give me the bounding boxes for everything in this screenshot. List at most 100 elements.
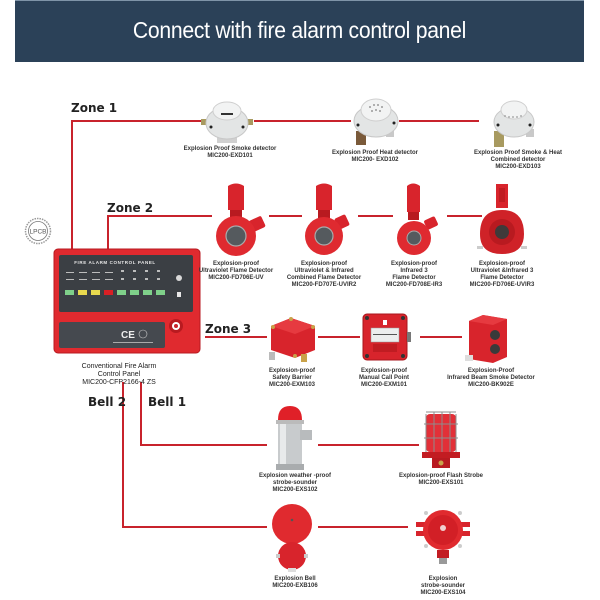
caption-line: Flame Detector (480, 275, 524, 281)
panel-caption-line1: Conventional Fire Alarm (81, 363, 157, 370)
device-caption: Explosion-proof Ultraviolet Flame Detect… (196, 261, 276, 282)
beam-smoke-detector-icon (465, 311, 513, 370)
uv-ir-flame-detector-icon (302, 182, 358, 263)
device-caption: Explosion-Proof Infrared Beam Smoke Dete… (445, 368, 537, 389)
safety-barrier-icon (265, 312, 321, 369)
manual-call-point-icon (361, 312, 415, 369)
caption-model: MIC200-FD708E-IR3 (385, 282, 443, 288)
bell-2-label: Bell 2 (88, 395, 127, 409)
caption-model: MIC200-EXS104 (420, 590, 466, 596)
caption-model: MIC200-EXM101 (360, 382, 408, 388)
zone1-wire-horizontal (71, 120, 201, 122)
bell1-wire-horizontal (140, 444, 267, 446)
caption-line: Explosion (428, 576, 458, 582)
header-banner: Connect with fire alarm control panel (15, 0, 584, 62)
caption-line: Explosion-proof (391, 261, 437, 267)
caption-model: MIC200-EXD103 (495, 164, 541, 170)
caption-line: Ultraviolet & Infrared (294, 268, 354, 274)
device-caption: Explosion-proof Manual Call Point MIC200… (354, 368, 414, 389)
caption-model: MIC200-FD707E-UVIR2 (291, 282, 357, 288)
zone1-wire-vertical (71, 120, 73, 250)
zone2-wire-seg4 (447, 215, 482, 217)
caption-line: Explosion-proof (301, 261, 347, 267)
device-caption: Explosion Proof Smoke detector MIC200-EX… (180, 146, 280, 160)
bell1-wire-seg2 (318, 444, 419, 446)
device-caption: Explosion weather -proof strobe-sounder … (258, 473, 332, 494)
lpcb-certification-logo: LPCB (24, 217, 52, 245)
zone2-wire-seg2 (269, 215, 302, 217)
caption-model: MIC200-EXS102 (272, 487, 318, 493)
bell-1-label: Bell 1 (148, 395, 187, 409)
zone1-wire-seg2 (254, 120, 351, 122)
caption-model: MIC200-FD706E-UVIR3 (469, 282, 535, 288)
panel-caption-line2: Control Panel (97, 371, 141, 378)
flash-strobe-icon (418, 410, 464, 475)
zone2-wire-horizontal (107, 215, 212, 217)
uv-flame-detector-icon (212, 182, 270, 263)
zone3-wire-seg2 (318, 336, 360, 338)
zone2-wire-seg3 (358, 215, 393, 217)
caption-line: Manual Call Point (358, 375, 409, 381)
device-caption: Explosion-proof Ultraviolet & Infrared C… (286, 261, 362, 289)
zone1-wire-seg3 (399, 120, 479, 122)
caption-line: Explosion-proof (213, 261, 259, 267)
caption-line: Combined detector (490, 157, 546, 163)
heat-detector-icon (350, 93, 402, 153)
device-caption: Explosion-proof Infrared 3 Flame Detecto… (380, 261, 448, 289)
device-caption: Explosion Bell MIC200-EXB106 (258, 576, 332, 590)
caption-line: Explosion-Proof (467, 368, 515, 374)
bell2-wire-vertical (122, 382, 124, 527)
caption-line: Explosion Proof Smoke & Heat (473, 150, 563, 156)
caption-line: Explosion-proof (479, 261, 525, 267)
caption-line: Explosion weather -proof (258, 473, 331, 479)
caption-model: MIC200-FD706E-UV (208, 275, 264, 281)
caption-line: strobe-sounder (420, 583, 465, 589)
caption-line: Explosion Proof Smoke detector (183, 146, 277, 152)
caption-model: MIC200-EXS101 (418, 480, 464, 486)
zone-3-label: Zone 3 (205, 322, 252, 336)
caption-line: Combined Flame Detector (286, 275, 362, 281)
caption-model: MIC200-EXD101 (207, 153, 253, 159)
panel-screen-title: FIRE ALARM CONTROL PANEL (74, 260, 156, 265)
panel-buttons (65, 290, 165, 295)
smoke-detector-icon (199, 95, 255, 150)
device-caption: Explosion-proof Flash Strobe MIC200-EXS1… (398, 473, 484, 487)
device-caption: Explosion Proof Heat detector MIC200- EX… (325, 150, 425, 164)
caption-line: Ultraviolet Flame Detector (198, 268, 274, 274)
device-caption: Explosion strobe-sounder MIC200-EXS104 (408, 576, 478, 597)
uv-ir3-flame-detector-icon (474, 182, 530, 263)
caption-model: MIC200-EXB106 (272, 583, 318, 589)
control-panel-caption: Conventional Fire Alarm Control Panel MI… (74, 363, 164, 387)
caption-line: Safety Barrier (272, 375, 312, 381)
bell2-wire-seg2 (318, 526, 408, 528)
caption-line: Explosion Proof Heat detector (331, 150, 418, 156)
explosion-bell-icon (266, 502, 320, 579)
caption-model: MIC200-BK902E (468, 382, 514, 388)
caption-line: Infrared Beam Smoke Detector (447, 375, 535, 381)
caption-model: MIC200-EXM103 (268, 382, 316, 388)
caption-model: MIC200- EXD102 (351, 157, 399, 163)
zone-2-label: Zone 2 (107, 201, 154, 215)
caption-line: Flame Detector (392, 275, 436, 281)
caption-line: Explosion-proof Flash Strobe (398, 473, 483, 479)
zone-1-label: Zone 1 (71, 101, 118, 115)
zone2-wire-vertical (107, 215, 109, 250)
device-caption: Explosion-proof Ultraviolet &Infrared 3 … (462, 261, 542, 289)
ir3-flame-detector-icon (393, 182, 447, 263)
caption-line: Ultraviolet &Infrared 3 (470, 268, 534, 274)
bell1-wire-vertical (140, 382, 142, 445)
explosion-strobe-sounder-icon (414, 504, 472, 579)
fire-alarm-control-panel: FIRE ALARM CONTROL PANEL CE (53, 248, 203, 361)
strobe-sounder-icon (268, 406, 320, 477)
caption-line: Infrared 3 (400, 268, 428, 274)
caption-line: Explosion Bell (274, 576, 316, 582)
device-caption: Explosion-proof Safety Barrier MIC200-EX… (262, 368, 322, 389)
ce-mark: CE (121, 330, 135, 341)
lpcb-text: LPCB (30, 229, 47, 236)
caption-line: strobe-sounder (272, 480, 317, 486)
combined-detector-icon (488, 95, 540, 155)
zone3-wire-seg3 (420, 336, 462, 338)
caption-line: Explosion-proof (361, 368, 407, 374)
zone3-wire (205, 336, 267, 338)
page-title: Connect with fire alarm control panel (132, 17, 467, 43)
